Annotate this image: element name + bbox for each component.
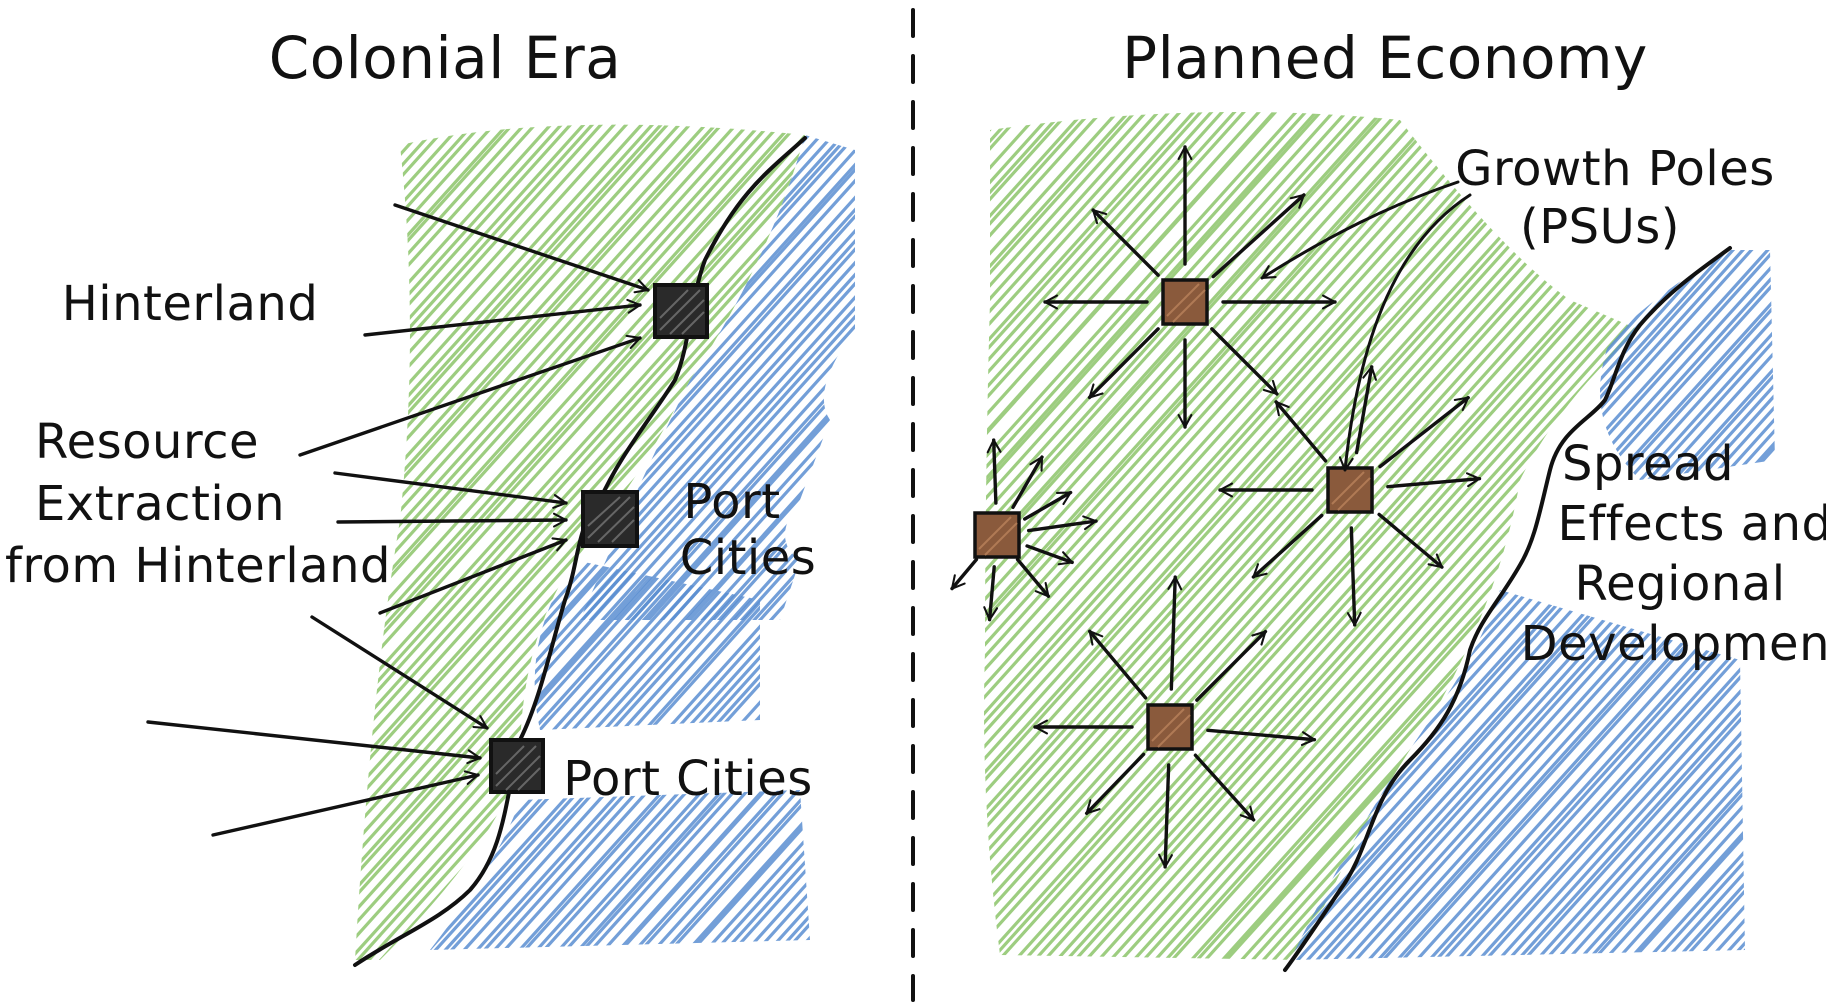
growth-pole-marker (1146, 703, 1194, 751)
svg-text:(PSUs): (PSUs) (1520, 199, 1680, 255)
port-city-marker-upper (653, 283, 709, 339)
planned-title: Planned Economy (1122, 24, 1648, 92)
growth-pole-marker (973, 511, 1021, 559)
growth-pole-marker (1161, 278, 1209, 326)
svg-text:Resource: Resource (35, 414, 259, 470)
svg-text:Growth Poles: Growth Poles (1455, 141, 1774, 197)
growth-pole-marker (1326, 466, 1374, 514)
svg-text:from Hinterland: from Hinterland (5, 538, 391, 594)
planned-arrows (950, 145, 1482, 869)
svg-text:Cities: Cities (680, 530, 817, 586)
planned-coastline (1283, 246, 1732, 972)
svg-text:Spread: Spread (1562, 436, 1734, 492)
colonial-arrows (146, 203, 650, 837)
port-city-marker-middle (581, 490, 639, 548)
port-cities-label-upper: Port Cities (680, 474, 817, 586)
colonial-water-hatching (430, 135, 855, 950)
port-cities-label-lower: Port Cities (563, 751, 812, 807)
svg-text:Effects and: Effects and (1558, 496, 1826, 552)
hinterland-label: Hinterland (62, 276, 319, 332)
port-city-marker-lower (489, 738, 545, 794)
growth-pole-markers (973, 278, 1374, 751)
spread-effects-label: Spread Effects and Regional Development (1521, 436, 1826, 672)
resource-extraction-label: Resource Extraction from Hinterland (5, 414, 391, 594)
svg-text:Extraction: Extraction (35, 476, 285, 532)
svg-text:Regional: Regional (1574, 556, 1785, 612)
svg-text:Development: Development (1521, 616, 1826, 672)
colonial-coastline (353, 136, 807, 967)
colonial-title: Colonial Era (269, 24, 622, 92)
growth-poles-label: Growth Poles (PSUs) (1455, 141, 1774, 255)
svg-text:Port: Port (683, 474, 780, 530)
growth-poles-pointers (1260, 180, 1472, 472)
